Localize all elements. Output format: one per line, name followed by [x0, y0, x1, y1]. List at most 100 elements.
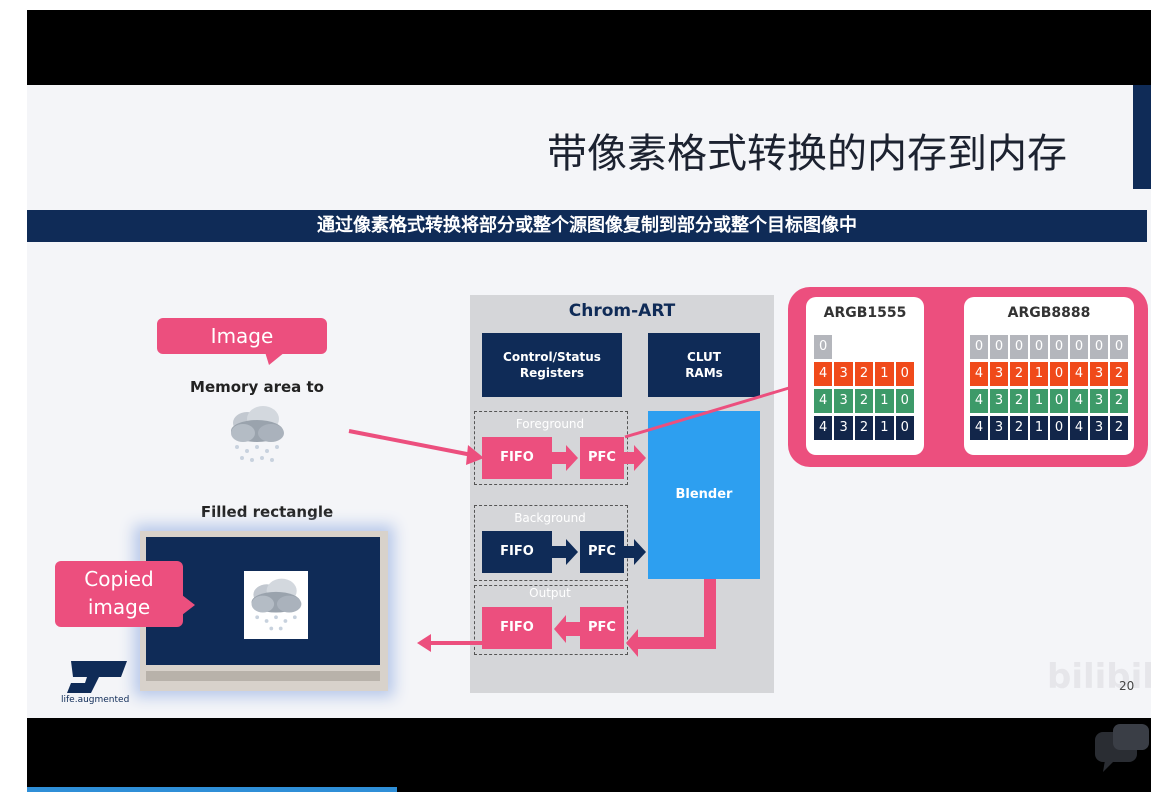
chromart-block: Chrom-ART Control/Status Registers CLUT …	[470, 295, 774, 693]
argb8888-alpha-bit: 0	[1010, 335, 1028, 359]
argb8888-alpha-bit: 0	[1090, 335, 1108, 359]
chromart-title: Chrom-ART	[568, 301, 676, 321]
bg-pfc: PFC	[580, 531, 624, 573]
cloud-snow-icon	[251, 578, 302, 631]
fg-fifo-to-pfc-arrow	[552, 445, 578, 471]
memory-area-caption: Memory area to	[190, 378, 324, 396]
argb1555-blue-bit: 2	[854, 416, 874, 440]
argb1555-green-bit: 0	[895, 389, 914, 413]
copied-callout-tail	[182, 595, 195, 615]
argb1555-red-bit: 2	[854, 362, 874, 386]
argb1555-alpha-bit: 0	[814, 335, 833, 359]
output-arrows	[554, 579, 716, 657]
slide-accent-bar	[1133, 85, 1151, 189]
argb1555-label: ARGB1555	[823, 305, 907, 321]
blender-to-out-pfc-arrow	[626, 579, 716, 657]
argb8888-green-bit: 4	[970, 389, 988, 413]
source-to-fifo-arrowhead	[466, 445, 484, 465]
bg-fifo: FIFO	[482, 531, 552, 573]
out-fifo-to-dest-arrowhead	[417, 634, 431, 652]
output-label: Output	[529, 586, 571, 600]
out-pfc-to-fifo-arrow	[554, 615, 580, 643]
argb8888-blue-bit: 1	[1030, 416, 1048, 440]
argb8888-green-bit: 1	[1030, 389, 1048, 413]
argb8888-alpha-bit: 0	[1110, 335, 1128, 359]
argb1555-alpha-row: 0	[814, 335, 914, 359]
argb8888-green-bit: 3	[1090, 389, 1108, 413]
argb8888-red-bit: 0	[1050, 362, 1068, 386]
bg-fifo-to-pfc-arrow	[552, 539, 578, 565]
st-logo-icon	[67, 661, 127, 693]
argb1555-red-bit: 0	[895, 362, 914, 386]
argb1555-blue-bit: 4	[814, 416, 833, 440]
external-arrows	[348, 383, 800, 652]
bg-pfc-to-blender-arrow	[624, 539, 646, 565]
argb1555-green-bit: 1	[875, 389, 894, 413]
background-arrows	[552, 539, 646, 565]
argb8888-red-bit: 3	[990, 362, 1008, 386]
copied-callout-line-2: image	[87, 595, 151, 619]
argb8888-red-bit: 2	[1010, 362, 1028, 386]
source-to-fifo-line	[348, 429, 473, 457]
copied-callout-line-1: Copied	[84, 567, 154, 591]
argb1555-green-bit: 3	[834, 389, 853, 413]
slide-subtitle-bar: 通过像素格式转换将部分或整个源图像复制到部分或整个目标图像中	[27, 210, 1147, 242]
control-registers-line-1: Control/Status	[503, 350, 601, 364]
out-pfc: PFC	[580, 607, 624, 649]
argb8888-red-bit: 4	[1070, 362, 1088, 386]
argb1555-alpha-bit	[834, 335, 852, 359]
cloud-snow-icon	[231, 406, 284, 462]
argb8888-red-bit: 3	[1090, 362, 1108, 386]
argb8888-blue-bit: 4	[970, 416, 988, 440]
argb8888-blue-bit: 2	[1110, 416, 1128, 440]
argb8888-green-bit: 0	[1050, 389, 1068, 413]
argb8888-green-bit: 2	[1110, 389, 1128, 413]
argb8888-alpha-bit: 0	[1030, 335, 1048, 359]
slide-number: 20	[1119, 679, 1135, 693]
argb8888-red-bit: 4	[970, 362, 988, 386]
argb1555-red-bit: 4	[814, 362, 833, 386]
argb8888-blue-bit: 3	[990, 416, 1008, 440]
argb8888-red-bit: 2	[1110, 362, 1128, 386]
argb8888-alpha-bit: 0	[1070, 335, 1088, 359]
argb1555-blue-bit: 0	[895, 416, 914, 440]
argb8888-label: ARGB8888	[1007, 305, 1091, 321]
argb8888-blue-bit: 3	[1090, 416, 1108, 440]
argb8888-red-bit: 1	[1030, 362, 1048, 386]
blender: Blender	[648, 411, 760, 579]
argb8888-green-bit: 3	[990, 389, 1008, 413]
argb8888-green-bit: 2	[1010, 389, 1028, 413]
control-registers-line-2: Registers	[519, 366, 585, 380]
clut-rams: CLUT RAMs	[648, 333, 760, 397]
video-progress-bar[interactable]	[27, 787, 397, 792]
video-top-bar	[27, 10, 1151, 85]
argb1555-alpha-bit	[896, 335, 914, 359]
copied-image-thumbnail	[244, 571, 308, 639]
argb1555-red-bit: 3	[834, 362, 853, 386]
fg-fifo: FIFO	[482, 437, 552, 479]
argb8888-blue-bit: 2	[1010, 416, 1028, 440]
fg-pfc: PFC	[580, 437, 624, 479]
slide-title: 带像素格式转换的内存到内存	[547, 131, 1067, 177]
argb8888-alpha-bit: 0	[990, 335, 1008, 359]
out-fifo: FIFO	[482, 607, 552, 649]
argb8888-blue-bit: 0	[1050, 416, 1068, 440]
background-group	[474, 505, 628, 581]
foreground-group	[474, 411, 628, 485]
danmaku-icon[interactable]	[1089, 722, 1151, 778]
argb1555-blue-bit: 1	[875, 416, 894, 440]
internal-arrows	[552, 445, 716, 657]
clut-rams-line-1: CLUT	[687, 350, 721, 364]
filled-rectangle-caption: Filled rectangle	[200, 503, 334, 521]
argb8888-blue-bit: 4	[1070, 416, 1088, 440]
